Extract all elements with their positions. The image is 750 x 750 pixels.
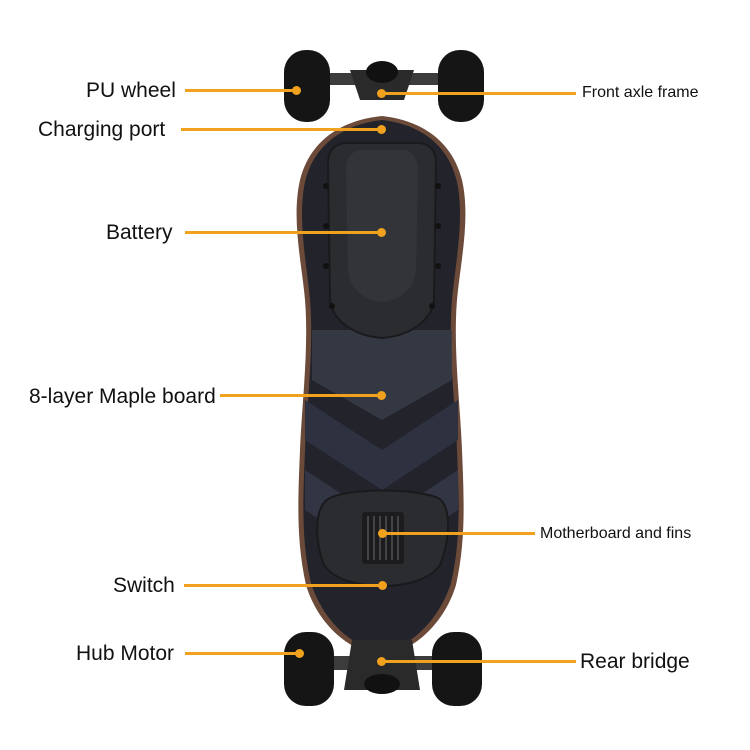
battery-dot xyxy=(377,228,386,237)
deck-pattern-upper xyxy=(312,330,452,420)
pu-wheel-dot xyxy=(292,86,301,95)
motherboard-leader xyxy=(383,532,535,535)
rear-bridge-label: Rear bridge xyxy=(580,650,690,673)
pu-wheel-leader xyxy=(185,89,295,92)
rear-bridge-leader xyxy=(382,660,576,663)
hub-motor-label: Hub Motor xyxy=(76,642,175,665)
battery-label: Battery xyxy=(106,221,173,244)
rear-bridge-dot xyxy=(377,657,386,666)
battery-panel xyxy=(346,150,418,302)
rear-wheel-right xyxy=(432,632,482,706)
charging-port-dot xyxy=(377,125,386,134)
fin-lines xyxy=(367,516,399,560)
front-axle-frame-dot xyxy=(377,89,386,98)
hub-motor-leader xyxy=(185,652,299,655)
front-wheel-right xyxy=(438,50,484,122)
maple-board-label: 8-layer Maple board xyxy=(29,385,216,408)
switch-label: Switch xyxy=(113,574,175,597)
pu-wheel-label: PU wheel xyxy=(86,79,176,102)
deck-pattern-chevron xyxy=(305,400,458,490)
front-wheel-left xyxy=(284,50,330,122)
front-truck-bushing xyxy=(366,61,398,83)
switch-leader xyxy=(184,584,382,587)
maple-board-leader xyxy=(220,394,381,397)
maple-board-dot xyxy=(377,391,386,400)
battery-screws xyxy=(323,183,441,309)
motherboard-fins xyxy=(362,512,404,564)
motherboard-dot xyxy=(378,529,387,538)
charging-port-label: Charging port xyxy=(38,118,166,141)
front-axle-frame-label: Front axle frame xyxy=(582,84,699,101)
rear-wheel-left xyxy=(284,632,334,706)
front-axle-frame-leader xyxy=(382,92,576,95)
charging-port-leader xyxy=(181,128,381,131)
rear-truck-bushing xyxy=(364,674,400,694)
switch-dot xyxy=(378,581,387,590)
battery-leader xyxy=(185,231,381,234)
hub-motor-dot xyxy=(295,649,304,658)
motherboard-label: Motherboard and fins xyxy=(540,525,692,542)
